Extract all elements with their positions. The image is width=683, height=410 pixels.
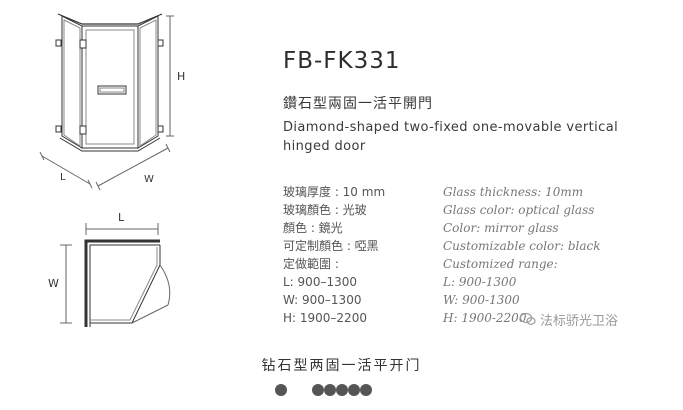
spec-row: 定做範圍 :	[283, 257, 339, 271]
length-dimension-label: L	[60, 172, 66, 183]
enclosure-perspective-drawing: H L W	[39, 13, 185, 191]
spec-row: 玻璃厚度 : 10 mm	[283, 185, 386, 199]
spec-row: 顏色 : 鏡光	[283, 221, 343, 235]
spec-row: Glass thickness: 10mm	[443, 185, 584, 199]
specs-list-cn: 玻璃厚度 : 10 mm 玻璃顏色 : 光玻 顏色 : 鏡光 可定制顏色 : 啞…	[283, 183, 385, 327]
pagination-dot-3[interactable]	[324, 384, 336, 396]
height-dimension-label: H	[177, 70, 185, 83]
pagination-dot-2[interactable]	[312, 384, 324, 396]
specs-list-en: Glass thickness: 10mm Glass color: optic…	[443, 183, 601, 327]
plan-length-label: L	[118, 211, 125, 224]
spec-row: Glass color: optical glass	[443, 203, 595, 217]
watermark-text: 法标骄光卫浴	[540, 313, 619, 329]
watermark: 法标骄光卫浴	[520, 309, 618, 329]
spec-row: Customized range:	[443, 257, 558, 271]
width-dimension-label: W	[144, 174, 154, 185]
product-title-cn: 鑽石型兩固一活平開門	[283, 96, 433, 112]
spec-row: L: 900-1300	[443, 275, 517, 289]
pagination-dot-1[interactable]	[275, 384, 287, 396]
product-model: FB-FK331	[283, 48, 401, 74]
spec-row: 玻璃顏色 : 光玻	[283, 203, 367, 217]
spec-row: L: 900–1300	[283, 275, 357, 289]
image-caption: 钻石型两固一活平开门	[261, 358, 422, 374]
wechat-official-icon	[520, 312, 536, 325]
pagination-dot-6[interactable]	[360, 384, 372, 396]
spec-row: 可定制顏色 : 啞黑	[283, 239, 379, 253]
spec-row: Color: mirror glass	[443, 221, 559, 235]
pagination-dot-5[interactable]	[348, 384, 360, 396]
product-title-en: Diamond-shaped two-fixed one-movable ver…	[283, 120, 619, 154]
spec-row: H: 1900-2200	[443, 311, 527, 325]
pagination-dot-4[interactable]	[336, 384, 348, 396]
enclosure-plan-drawing: L W	[48, 211, 171, 327]
spec-row: W: 900–1300	[283, 293, 362, 307]
plan-width-label: W	[48, 277, 59, 290]
spec-row: W: 900-1300	[443, 293, 520, 307]
spec-row: Customizable color: black	[443, 239, 601, 253]
spec-row: H: 1900–2200	[283, 311, 367, 325]
